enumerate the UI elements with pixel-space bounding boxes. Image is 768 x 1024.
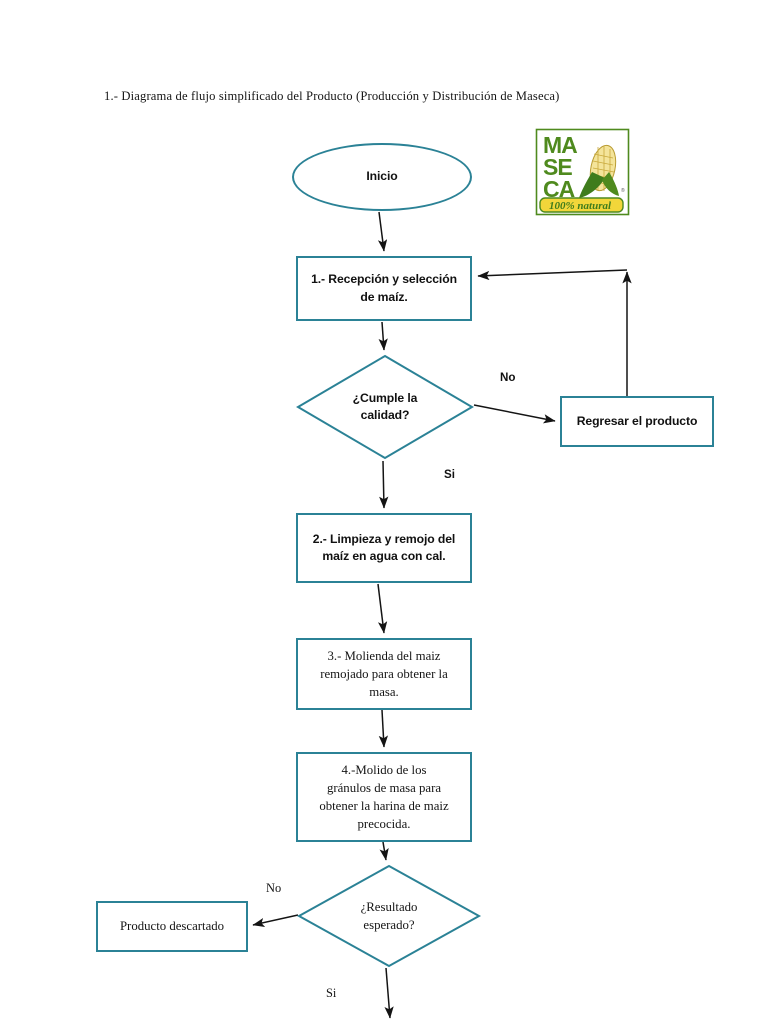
page-title: 1.- Diagrama de flujo simplificado del P…: [104, 89, 560, 103]
node-cumple-calidad[interactable]: ¿Cumple la calidad?: [296, 354, 474, 460]
node-recepcion-seleccion[interactable]: 1.- Recepción y selección de maíz.: [296, 256, 472, 321]
edge-limpieza-to-molienda: [377, 583, 388, 634]
node-producto-descartado[interactable]: Producto descartado: [96, 901, 248, 952]
edge-calidad-no-to-regresar: [473, 404, 556, 424]
edge-resultado-si-down: [384, 967, 394, 1019]
logo-line-2: SE: [543, 154, 572, 180]
edge-calidad-si-to-limpieza: [379, 460, 389, 509]
edge-label-calidad-si: Si: [444, 468, 455, 481]
cumple-calidad-diamond-shape: [296, 354, 474, 460]
edge-molido-to-resultado: [379, 841, 389, 861]
edge-label-calidad-no: No: [500, 371, 516, 384]
svg-text:®: ®: [621, 187, 625, 194]
node-molido-granulos[interactable]: 4.-Molido de los gránulos de masa para o…: [296, 752, 472, 842]
edge-molienda-to-molido: [378, 709, 389, 748]
node-inicio-label: Inicio: [366, 169, 398, 184]
logo-tagline: 100% natural: [549, 200, 612, 212]
resultado-esperado-diamond-shape: [296, 864, 482, 968]
node-molido-granulos-label: 4.-Molido de los gránulos de masa para o…: [319, 762, 449, 832]
node-regresar-producto-label: Regresar el producto: [576, 413, 698, 428]
edge-inicio-to-recepcion: [377, 211, 388, 252]
node-resultado-esperado[interactable]: ¿Resultado esperado?: [296, 864, 482, 968]
node-recepcion-seleccion-label: 1.- Recepción y selección de maíz.: [311, 272, 457, 304]
edge-recepcion-to-calidad: [378, 321, 388, 351]
logo-line-1: MA: [543, 132, 577, 158]
node-limpieza-remojo-label: 2.- Limpieza y remojo del maíz en agua c…: [312, 531, 456, 563]
node-molienda[interactable]: 3.- Molienda del maiz remojado para obte…: [296, 638, 472, 710]
edge-label-resultado-no: No: [266, 881, 282, 895]
edge-label-resultado-si: Si: [326, 986, 337, 1000]
node-inicio[interactable]: Inicio: [292, 143, 472, 211]
node-limpieza-remojo[interactable]: 2.- Limpieza y remojo del maíz en agua c…: [296, 513, 472, 583]
node-molienda-label: 3.- Molienda del maiz remojado para obte…: [320, 648, 448, 700]
node-producto-descartado-label: Producto descartado: [119, 919, 225, 934]
edge-regresar-feedback-left: [477, 269, 628, 281]
maseca-logo: MA SE CA 100% natural ®: [535, 128, 630, 216]
edge-resultado-no-to-descartado: [252, 914, 299, 928]
node-regresar-producto[interactable]: Regresar el producto: [560, 396, 714, 447]
